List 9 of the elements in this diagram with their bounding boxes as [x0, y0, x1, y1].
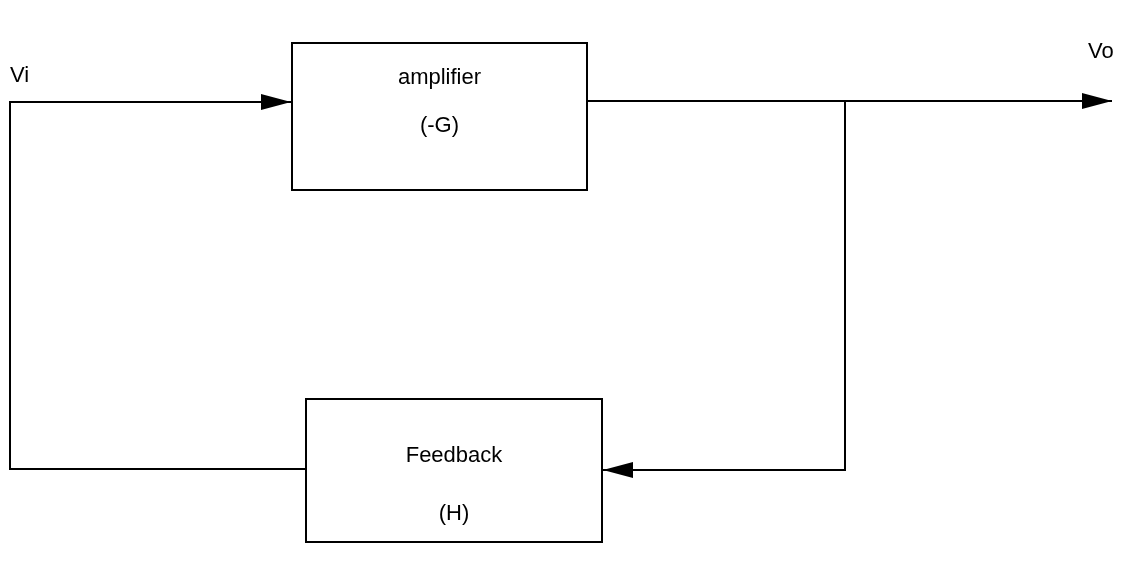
gain-label: (-G) [418, 112, 461, 138]
block-label: amplifier [396, 64, 483, 90]
block-box [305, 398, 603, 543]
signal-label: Vo [1088, 38, 1114, 64]
signal-label: Vi [10, 62, 30, 88]
block-label: Feedback [404, 442, 504, 468]
block-box [291, 42, 588, 191]
gain-label: (H) [437, 500, 471, 526]
signal-arrow [9, 94, 306, 470]
